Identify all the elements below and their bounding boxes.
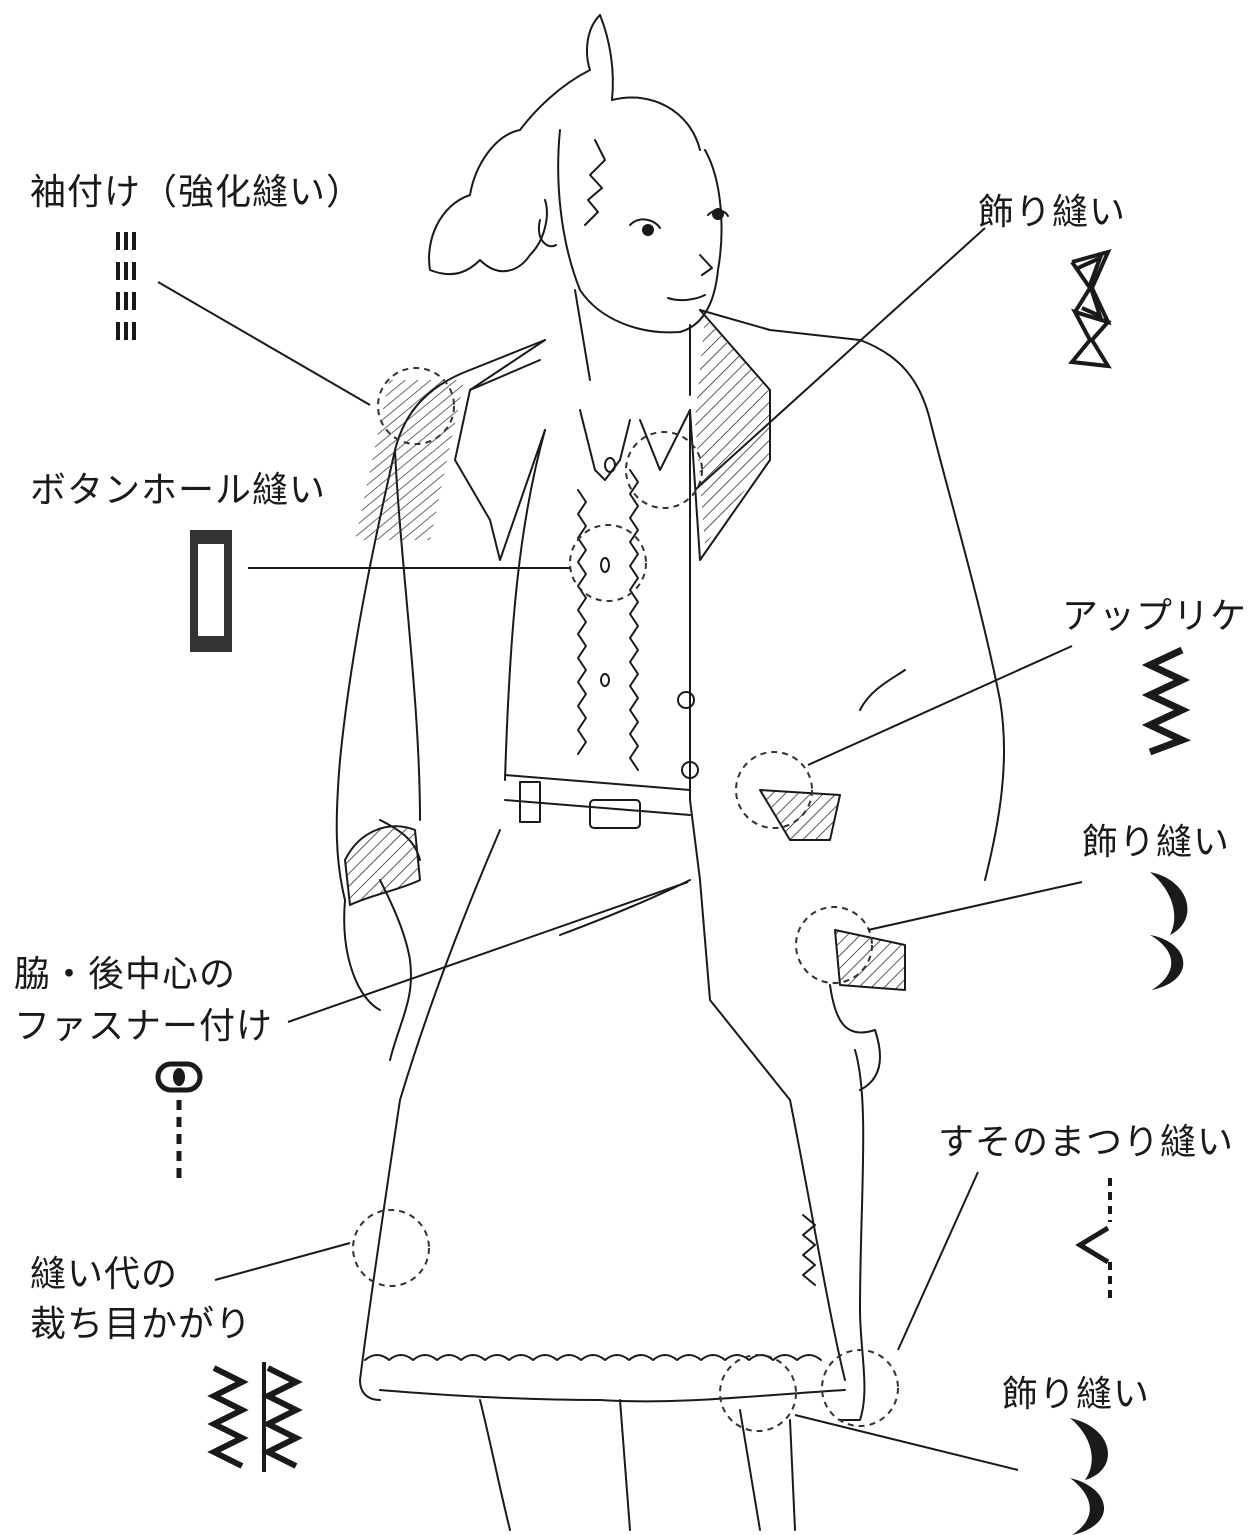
- circle-overcast: [352, 1209, 430, 1287]
- circle-hem-decor: [719, 1354, 797, 1432]
- label-decor-hem: 飾り縫い: [1002, 1374, 1151, 1415]
- blind-hem-stitch-icon: [1075, 1178, 1112, 1300]
- circle-cuff: [795, 906, 873, 984]
- label-side-zipper-line1: 脇・後中心の: [14, 954, 237, 995]
- crescent-decor-hem-stitch-icon: [1070, 1418, 1108, 1535]
- circle-collar: [625, 431, 703, 509]
- label-sleeve-attach: 袖付け（強化縫い）: [30, 172, 364, 213]
- zipper-icon: [155, 1061, 203, 1180]
- applique-stitch-icon: [1141, 646, 1192, 756]
- buttonhole-icon: [190, 530, 232, 652]
- label-applique: アップリケ: [1062, 596, 1248, 637]
- label-hem-blind: すそのまつり縫い: [938, 1122, 1235, 1163]
- figure-sketch: [335, 14, 1006, 1531]
- label-buttonhole: ボタンホール縫い: [30, 470, 327, 511]
- crescent-decor-stitch-icon: [1150, 872, 1188, 990]
- circle-buttonhole: [569, 524, 647, 602]
- circle-hem-blind: [821, 1349, 899, 1427]
- circle-sleeve: [377, 367, 455, 445]
- label-seam-overcast-line2: 裁ち目かがり: [30, 1304, 253, 1345]
- circle-applique: [735, 751, 813, 829]
- label-seam-overcast-line1: 縫い代の: [30, 1254, 179, 1295]
- reinforced-stitch-icon: [116, 232, 136, 340]
- label-decor-cuff: 飾り縫い: [1082, 822, 1231, 863]
- triangle-decor-stitch-icon: [1068, 248, 1112, 369]
- label-decor-collar: 飾り縫い: [978, 192, 1127, 233]
- overcast-stitch-icon: [207, 1362, 303, 1472]
- callout-circles: [352, 367, 899, 1432]
- leader-lines: [157, 227, 1083, 1471]
- label-side-zipper-line2: ファスナー付け: [14, 1006, 274, 1047]
